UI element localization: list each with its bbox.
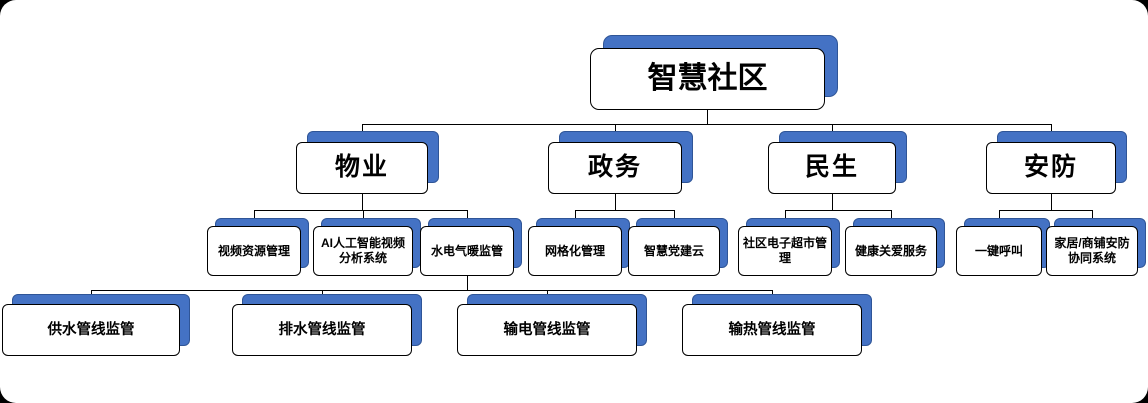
node-utilities-monitoring: 水电气暖监管	[420, 218, 522, 276]
node-heat-transmission-pipeline: 输热管线监管	[682, 294, 872, 356]
connector-line	[999, 210, 1092, 211]
connector-line	[362, 194, 363, 210]
connector-line	[575, 210, 674, 211]
connector-line	[254, 210, 467, 211]
node-government: 政务	[548, 131, 693, 194]
connector-line	[674, 210, 675, 224]
node-label: 一键呼叫	[956, 226, 1042, 276]
node-label: 视频资源管理	[207, 226, 301, 276]
node-home-shop-security: 家居/商铺安防协同系统	[1046, 218, 1146, 276]
connector-line	[1092, 210, 1093, 224]
node-label: 水电气暖监管	[420, 226, 514, 276]
node-health-care-service: 健康关爱服务	[845, 218, 945, 276]
node-video-resource-mgmt: 视频资源管理	[207, 218, 309, 276]
node-power-transmission-pipeline: 输电管线监管	[457, 294, 647, 356]
connector-line	[707, 110, 708, 124]
connector-line	[363, 210, 364, 224]
node-grid-management: 网格化管理	[528, 218, 630, 276]
connector-line	[1051, 194, 1052, 210]
node-label: 智慧社区	[590, 48, 825, 110]
node-party-building-cloud: 智慧党建云	[628, 218, 728, 276]
node-security: 安防	[986, 131, 1127, 194]
connector-line	[362, 124, 1051, 125]
connector-line	[467, 210, 468, 224]
connector-line	[254, 210, 255, 224]
node-label: 社区电子超市管理	[738, 226, 832, 276]
connector-line	[615, 194, 616, 210]
node-ai-video-analysis: AI人工智能视频分析系统	[313, 218, 421, 276]
connector-line	[467, 276, 468, 290]
connector-line	[999, 210, 1000, 224]
node-label: 排水管线监管	[232, 304, 412, 356]
node-label: 智慧党建云	[628, 226, 720, 276]
connector-line	[575, 210, 576, 224]
connector-line	[785, 210, 786, 224]
node-root-smart-community: 智慧社区	[590, 35, 838, 110]
node-label: 健康关爱服务	[845, 226, 937, 276]
connector-line	[91, 290, 772, 291]
node-community-e-market: 社区电子超市管理	[738, 218, 840, 276]
node-label: 政务	[548, 142, 682, 194]
connector-line	[785, 210, 891, 211]
node-livelihood: 民生	[768, 131, 907, 194]
node-drainage-pipeline: 排水管线监管	[232, 294, 422, 356]
node-label: AI人工智能视频分析系统	[313, 226, 413, 276]
connector-line	[832, 194, 833, 210]
node-property: 物业	[296, 131, 439, 194]
node-label: 民生	[768, 142, 896, 194]
node-label: 输电管线监管	[457, 304, 637, 356]
node-label: 输热管线监管	[682, 304, 862, 356]
node-label: 物业	[296, 142, 428, 194]
node-water-supply-pipeline: 供水管线监管	[2, 294, 190, 356]
connector-line	[891, 210, 892, 224]
node-label: 供水管线监管	[2, 304, 180, 356]
node-one-key-call: 一键呼叫	[956, 218, 1050, 276]
node-label: 网格化管理	[528, 226, 622, 276]
node-label: 安防	[986, 142, 1116, 194]
node-label: 家居/商铺安防协同系统	[1046, 226, 1138, 276]
